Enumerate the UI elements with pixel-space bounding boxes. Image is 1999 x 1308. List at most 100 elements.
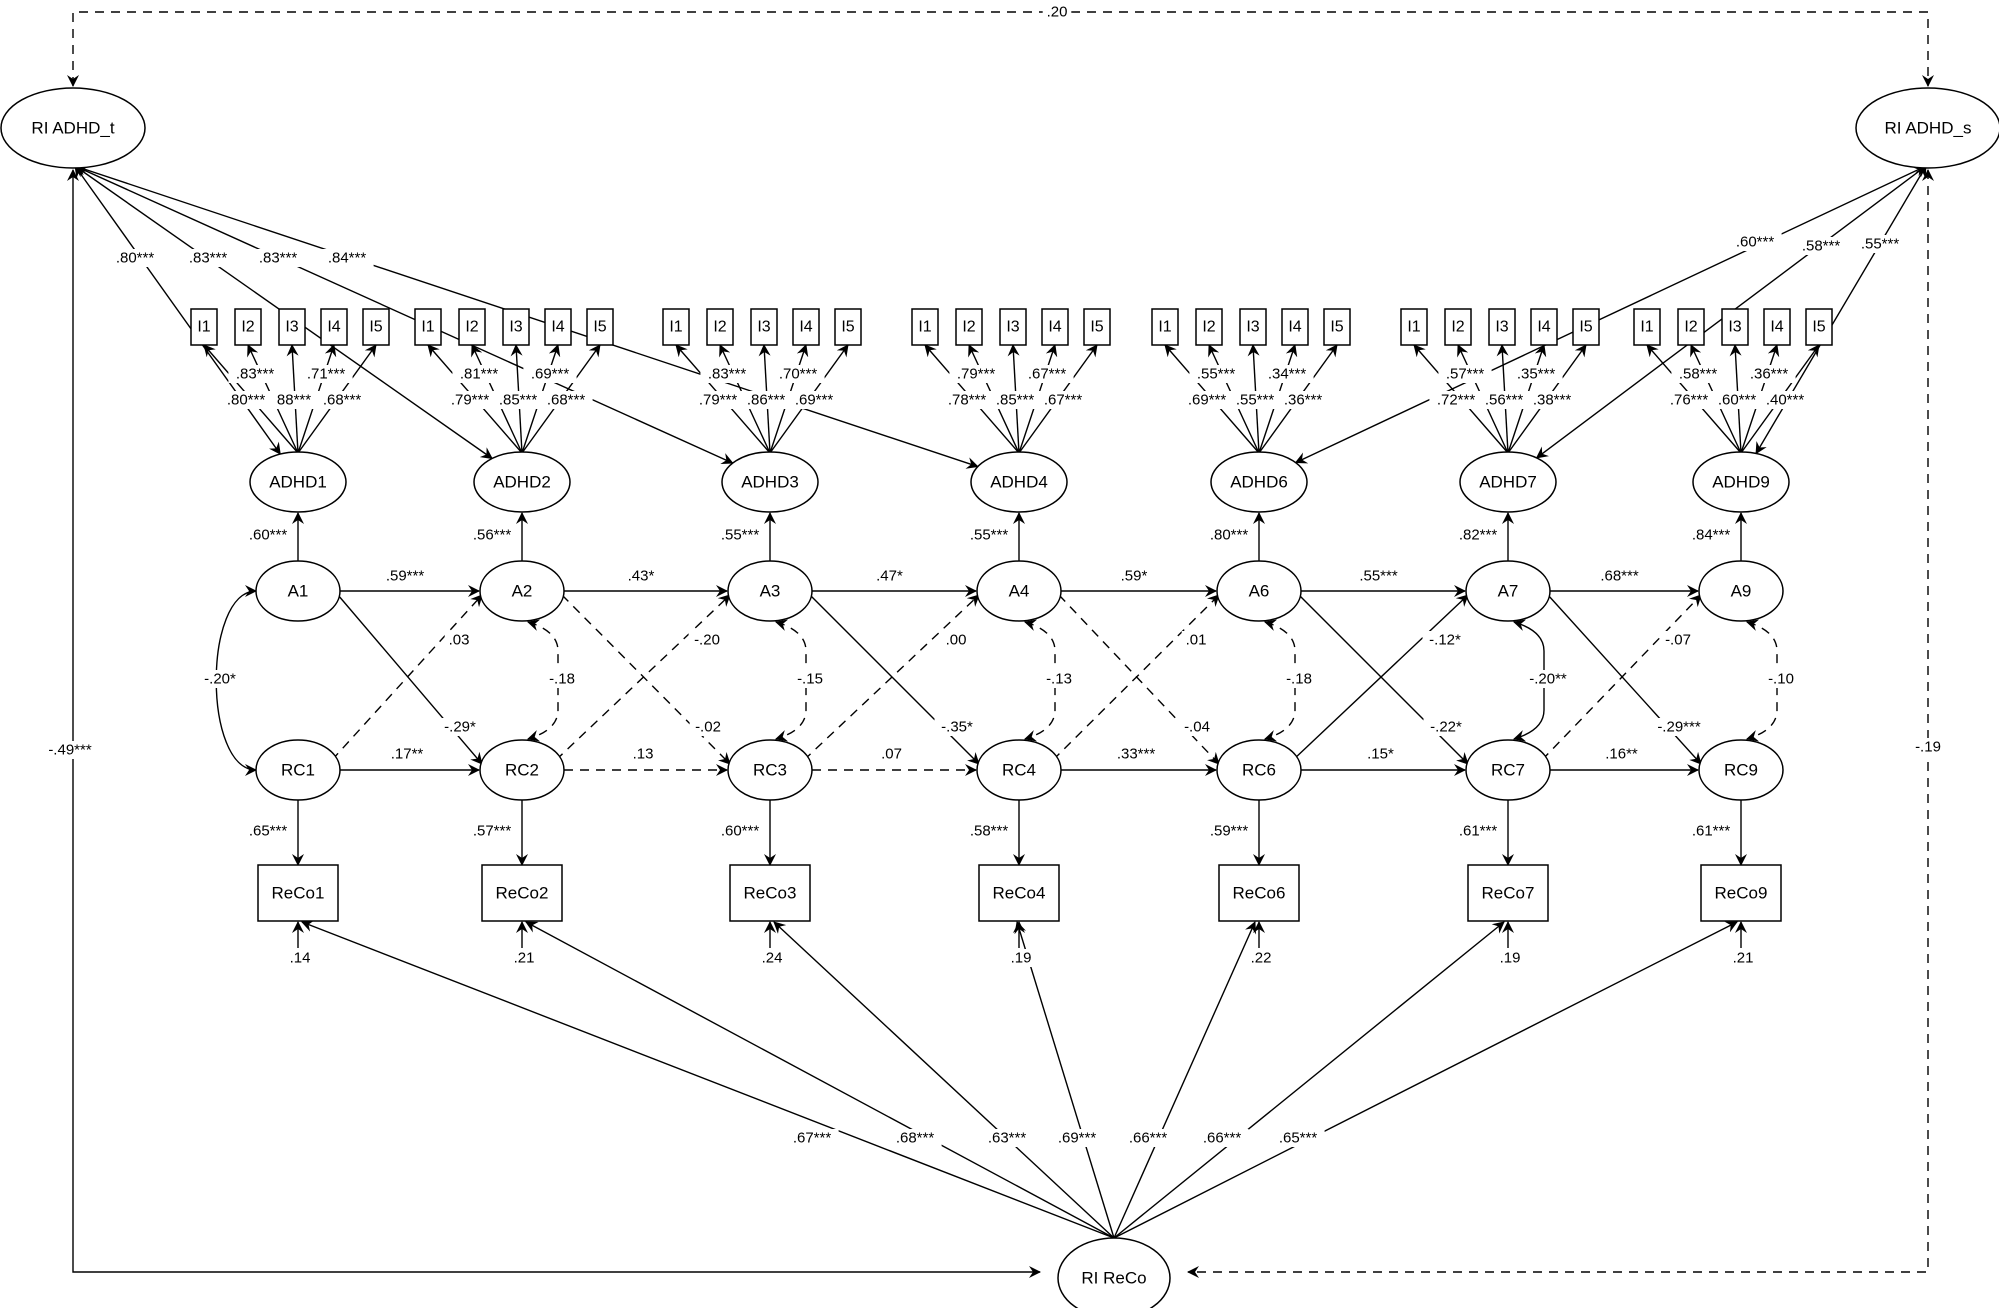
- loading-label-ADHD2-I4-text: .69***: [531, 366, 570, 383]
- loading-label-ADHD1-I5-text: .68***: [323, 392, 362, 409]
- node-ReCo4-label: ReCo4: [993, 884, 1046, 903]
- loading-label-ADHD3-I5-text: .69***: [795, 392, 834, 409]
- label-background: [39, 741, 101, 759]
- label-A4-ADHD4-text: .55***: [970, 527, 1009, 544]
- item-ADHD1-I5-label: I5: [369, 319, 382, 336]
- loading-label-ADHD7-I3: .56***: [1477, 391, 1531, 409]
- cov-label-adhd-s-reco: -.19: [1909, 738, 1947, 756]
- node-A6-shape: [1216, 560, 1302, 622]
- ar-label-A2-A3-text: .43*: [628, 568, 655, 585]
- label-background: [700, 365, 754, 383]
- label-A4-ADHD4: .55***: [962, 526, 1016, 544]
- label-background: [1036, 391, 1090, 409]
- loading-label-ADHD1-I5: .68***: [315, 391, 369, 409]
- cl-label-RC7-A9-text: -.07: [1665, 632, 1691, 649]
- ar-label-RC6-RC7: .15*: [1362, 745, 1399, 763]
- cl-label-RC7-A9: -.07: [1659, 631, 1697, 649]
- loading-label-ADHD1-I2: .83***: [228, 365, 282, 383]
- ar-label-A4-A6: .59*: [1115, 567, 1153, 585]
- node-ri-reco-label: RI ReCo: [1081, 1269, 1146, 1288]
- label-A9-ADHD9-text: .84***: [1692, 527, 1731, 544]
- label-RC2-ReCo2-text: .57***: [473, 823, 512, 840]
- loading-label-ADHD9-I5-text: .40***: [1766, 392, 1805, 409]
- label-background: [1742, 365, 1796, 383]
- label-background: [1351, 567, 1406, 585]
- label-background: [1438, 365, 1492, 383]
- node-ReCo1-label: ReCo1: [272, 884, 325, 903]
- ri-reco-loading-label-ReCo3: .63***: [980, 1129, 1034, 1147]
- item-ADHD9-I2-label: I2: [1684, 319, 1697, 336]
- label-RC4-ReCo4-text: .58***: [970, 823, 1009, 840]
- cov-label-adhd-t-reco-text: -.49***: [48, 742, 92, 759]
- loading-label-ADHD1-I1-text: .80***: [227, 392, 266, 409]
- ar-label-A7-A9-text: .68***: [1600, 568, 1639, 585]
- item-ADHD6-I3: I3: [1239, 308, 1267, 346]
- node-RC7: RC7: [1465, 739, 1551, 801]
- label-background: [1422, 631, 1468, 649]
- loading-label-ADHD3-I1-text: .79***: [699, 392, 738, 409]
- loading-label-ADHD9-I2: .58***: [1671, 365, 1725, 383]
- label-background: [320, 249, 374, 267]
- label-background: [1909, 738, 1947, 756]
- label-background: [622, 567, 660, 585]
- label-background: [1202, 526, 1256, 544]
- loading-label-ADHD7-I1-text: .72***: [1437, 392, 1476, 409]
- item-ADHD4-I4-label: I4: [1048, 319, 1061, 336]
- label-background: [757, 949, 787, 967]
- loading-label-ADHD3-I4: .70***: [771, 365, 825, 383]
- item-ADHD1-I1-label: I1: [197, 319, 210, 336]
- cov-label-A3-RC3: -.15: [791, 670, 829, 688]
- node-ADHD9-shape: [1692, 451, 1790, 513]
- label-background: [713, 526, 767, 544]
- residual-label-ReCo4-text: .19: [1011, 950, 1032, 967]
- cl-RC4-A6: [1052, 594, 1220, 761]
- label-background: [689, 718, 727, 736]
- label-background: [1115, 567, 1153, 585]
- node-ReCo9-shape: [1700, 864, 1782, 922]
- node-ri-adhd-s: RI ADHD_s: [1855, 87, 1999, 169]
- loading-label-ADHD4-I3-text: .85***: [996, 392, 1035, 409]
- cov-label-A6-RC6: -.18: [1280, 670, 1318, 688]
- ri-adhd-s-loading-label-ADHD9-text: .55***: [1861, 236, 1900, 253]
- ri-adhd-s-loading-label-ADHD6: .60***: [1728, 233, 1782, 251]
- item-ADHD9-I5: I5: [1805, 308, 1833, 346]
- item-ADHD7-I4-shape: [1530, 308, 1558, 346]
- ar-label-RC7-RC9-text: .16**: [1605, 746, 1638, 763]
- node-A1-label: A1: [288, 582, 309, 601]
- cl-label-A4-RC6: -.04: [1178, 718, 1216, 736]
- cl-RC7-A9: [1541, 594, 1702, 761]
- cl-label-A1-RC2: -.29*: [437, 718, 483, 736]
- ar-label-RC4-RC6: .33***: [1109, 745, 1163, 763]
- item-ADHD4-I1-label: I1: [918, 319, 931, 336]
- node-ADHD2: ADHD2: [473, 451, 571, 513]
- loading-label-ADHD3-I3-text: .86***: [747, 392, 786, 409]
- loading-label-ADHD4-I2-text: .79***: [957, 366, 996, 383]
- ri-adhd-t-loading-label-ADHD2: .83***: [181, 249, 235, 267]
- item-ADHD1-I4-label: I4: [327, 319, 340, 336]
- residual-label-ReCo1: .14: [285, 949, 315, 967]
- label-background: [713, 822, 767, 840]
- item-ADHD3-I3: I3: [750, 308, 778, 346]
- loading-label-ADHD9-I2-text: .58***: [1679, 366, 1718, 383]
- cl-label-A2-RC3-text: -.02: [695, 719, 721, 736]
- ar-label-A1-A2-text: .59***: [386, 568, 425, 585]
- label-background: [197, 670, 243, 688]
- node-RC3: RC3: [727, 739, 813, 801]
- node-ADHD2-label: ADHD2: [493, 473, 551, 492]
- node-A1-shape: [255, 560, 341, 622]
- item-ADHD1-I1-shape: [190, 308, 218, 346]
- ri-reco-loading-label-ReCo6: .66***: [1121, 1129, 1175, 1147]
- node-ReCo4: ReCo4: [978, 864, 1060, 922]
- node-RC3-shape: [727, 739, 813, 801]
- cov-label-A7-RC7: -.20**: [1521, 670, 1575, 688]
- loading-label-ADHD7-I1: .72***: [1429, 391, 1483, 409]
- label-A1-ADHD1: .60***: [241, 526, 295, 544]
- node-RC9-shape: [1698, 739, 1784, 801]
- item-ADHD7-I2-shape: [1444, 308, 1472, 346]
- ar-label-RC2-RC3-text: .13: [633, 746, 654, 763]
- item-ADHD7-I5-label: I5: [1579, 319, 1592, 336]
- loading-label-ADHD9-I1: .76***: [1662, 391, 1716, 409]
- item-ADHD3-I5-shape: [834, 308, 862, 346]
- item-ADHD1-I2-shape: [234, 308, 262, 346]
